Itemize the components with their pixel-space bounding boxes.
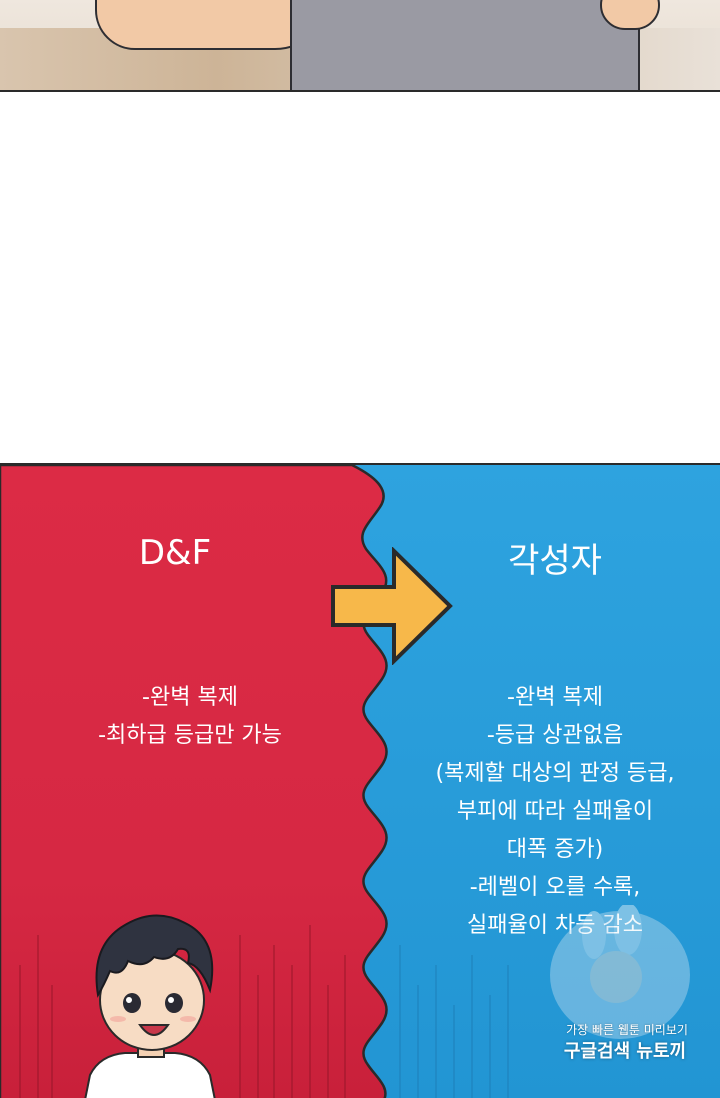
top-comic-panel	[0, 0, 720, 92]
right-arrow-icon	[331, 547, 453, 665]
left-feature-list: -완벽 복제 -최하급 등급만 가능	[20, 679, 360, 755]
right-feature-line: 대폭 증가)	[506, 837, 604, 862]
panel-border	[0, 90, 720, 92]
left-red-area	[0, 465, 388, 1098]
comparison-panel: D&F -완벽 복제 -최하급 등급만 가능 각성자 -완벽 복제 -등급 상관…	[0, 463, 720, 1098]
watermark-line1: 가장 빠른 웹툰 미리보기	[566, 1023, 688, 1037]
right-feature-line: -등급 상관없음	[486, 723, 624, 748]
watermark-logo	[550, 905, 690, 1039]
right-feature-line: -완벽 복제	[507, 685, 603, 710]
chibi-character	[84, 914, 216, 1098]
right-feature-line: (복제할 대상의 판정 등급,	[435, 761, 675, 786]
left-title: D&F	[138, 533, 212, 573]
right-feature-line: 실패율이 차등 감소	[467, 913, 643, 938]
left-feature-line: -최하급 등급만 가능	[98, 723, 282, 748]
watermark-line2: 구글검색 뉴토끼	[563, 1041, 687, 1062]
right-feature-line: 부피에 따라 실패율이	[456, 799, 654, 824]
left-feature-line: -완벽 복제	[142, 685, 238, 710]
character-shirt	[290, 0, 640, 92]
right-feature-line: -레벨이 오를 수록,	[469, 875, 641, 900]
right-title: 각성자	[508, 541, 602, 581]
speed-lines	[19, 925, 346, 1098]
right-feature-list: -완벽 복제 -등급 상관없음 (복제할 대상의 판정 등급, 부피에 따라 실…	[390, 679, 720, 945]
